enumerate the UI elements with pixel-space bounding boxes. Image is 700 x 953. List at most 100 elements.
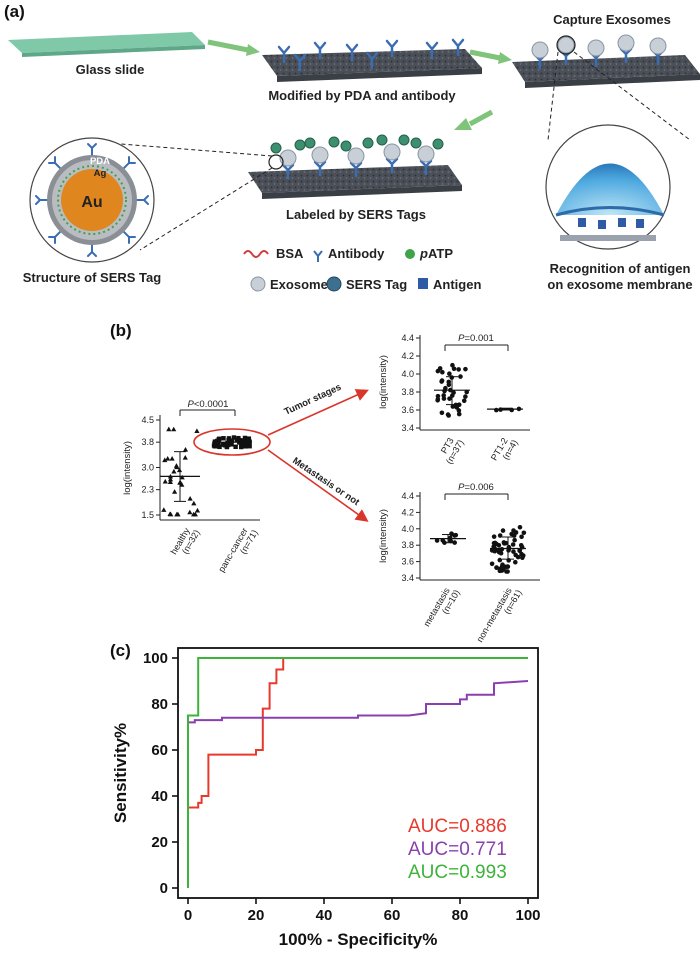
arrow-to-metastasis <box>267 449 369 522</box>
metastasis-point <box>497 533 503 538</box>
main-point <box>247 444 252 449</box>
metastasis-point <box>500 528 506 533</box>
tumor-stages-label: Tumor stages <box>283 382 343 418</box>
metastasis-point <box>452 540 457 545</box>
legend-patp: ATP <box>428 246 453 261</box>
metastasis-ytick-label: 3.6 <box>401 557 414 567</box>
metastasis-ytick-label: 3.4 <box>401 573 414 583</box>
stages-ytick-label: 4.2 <box>401 351 414 361</box>
roc-x-label: 100% - Specificity% <box>279 930 438 949</box>
stages-point <box>458 374 463 379</box>
stages-point <box>439 378 445 383</box>
antigen-legend-icon <box>418 278 428 289</box>
caption-recognition-line-2: on exosome membrane <box>547 277 692 292</box>
stages-point <box>456 402 462 408</box>
metastasis-point <box>434 538 440 543</box>
metastasis-point <box>489 548 495 553</box>
main-point <box>162 478 168 484</box>
capture-slide-illustration <box>512 34 700 88</box>
tag-layer-au: Au <box>81 194 102 211</box>
metastasis-point <box>519 534 524 540</box>
stages-point <box>447 371 452 377</box>
metastasis-point <box>447 535 453 541</box>
main-point <box>179 474 185 480</box>
main-point <box>167 479 173 484</box>
main-point <box>162 457 168 463</box>
patp-legend-icon <box>405 249 415 259</box>
stages-ytick-label: 4.0 <box>401 369 414 379</box>
stages-point <box>451 366 457 372</box>
metastasis-point <box>453 532 459 538</box>
legend-sers-tag: SERS Tag <box>346 277 407 292</box>
stages-point <box>435 368 441 374</box>
stages-point <box>456 411 462 417</box>
zoom-line-left <box>547 51 559 141</box>
roc-y-label: Sensitivity% <box>111 723 130 823</box>
panel-a-label: (a) <box>4 2 25 21</box>
panel-b-label: (b) <box>110 321 132 340</box>
stages-point <box>464 389 470 395</box>
main-point <box>172 489 178 494</box>
stages-point <box>450 362 455 368</box>
caption-recognition-line-1: Recognition of antigen <box>550 261 691 276</box>
metastasis-ytick-label: 4.0 <box>401 524 414 534</box>
main-point <box>187 496 193 501</box>
exosome-legend-icon <box>250 276 266 292</box>
main-p-prefix: P <box>188 399 195 410</box>
metastasis-point <box>491 534 497 539</box>
main-point <box>171 426 177 432</box>
stages-p-value: =0.001 <box>465 333 494 344</box>
roc-ytick-label: 60 <box>151 742 168 759</box>
svg-text:pATP: pATP <box>419 246 453 261</box>
antibody-legend-icon <box>313 250 323 262</box>
main-ytick-label: 4.5 <box>141 415 154 425</box>
main-point <box>173 463 180 468</box>
arrow-to-tumor-stages <box>267 389 369 436</box>
stages-point <box>439 410 445 416</box>
main-point <box>244 437 250 442</box>
main-point <box>221 436 226 441</box>
stages-ytick-label: 3.6 <box>401 405 414 415</box>
stages-point <box>456 408 462 413</box>
main-point <box>233 444 238 450</box>
stages-point <box>440 369 445 375</box>
metastasis-point <box>511 549 516 554</box>
main-point <box>194 507 201 513</box>
process-arrow-2 <box>469 49 512 64</box>
stages-y-label: log(intensity) <box>378 355 389 409</box>
main-point <box>231 435 237 440</box>
main-point <box>167 511 173 517</box>
modified-slide-illustration <box>262 38 482 82</box>
stages-point <box>456 367 461 372</box>
caption-structure: Structure of SERS Tag <box>23 270 162 285</box>
svg-text:P<0.0001: P<0.0001 <box>188 399 229 410</box>
main-point <box>217 444 222 450</box>
metastasis-p-prefix: P <box>458 482 465 493</box>
metastasis-point <box>498 550 504 556</box>
stages-ytick-label: 3.8 <box>401 387 414 397</box>
metastasis-point <box>513 552 518 558</box>
roc-ytick-label: 20 <box>151 834 168 851</box>
legend-patp-italic: p <box>419 246 428 261</box>
main-point <box>214 444 219 449</box>
main-point <box>174 511 180 517</box>
roc-curve-3 <box>187 657 528 888</box>
metastasis-ytick-label: 3.8 <box>401 540 414 550</box>
metastasis-point <box>521 530 527 536</box>
roc-legend-entry-2: AUC=0.771 <box>408 839 507 860</box>
metastasis-point <box>511 528 516 533</box>
metastasis-point <box>494 541 499 547</box>
main-point <box>192 511 198 517</box>
main-point <box>169 455 175 461</box>
panel-b-metastasis-plot: 4.44.24.03.83.63.4 log(intensity) P=0.00… <box>378 482 540 644</box>
metastasis-point <box>517 548 523 553</box>
svg-text:P=0.006: P=0.006 <box>458 482 494 493</box>
main-point <box>166 426 172 432</box>
glass-slide-illustration <box>8 32 205 57</box>
process-arrow-3 <box>454 109 494 130</box>
metastasis-y-label: log(intensity) <box>378 509 389 563</box>
stages-point <box>447 396 452 401</box>
roc-legend-entry-1: AUC=0.886 <box>408 816 507 837</box>
metastasis-ytick-label: 4.2 <box>401 507 414 517</box>
